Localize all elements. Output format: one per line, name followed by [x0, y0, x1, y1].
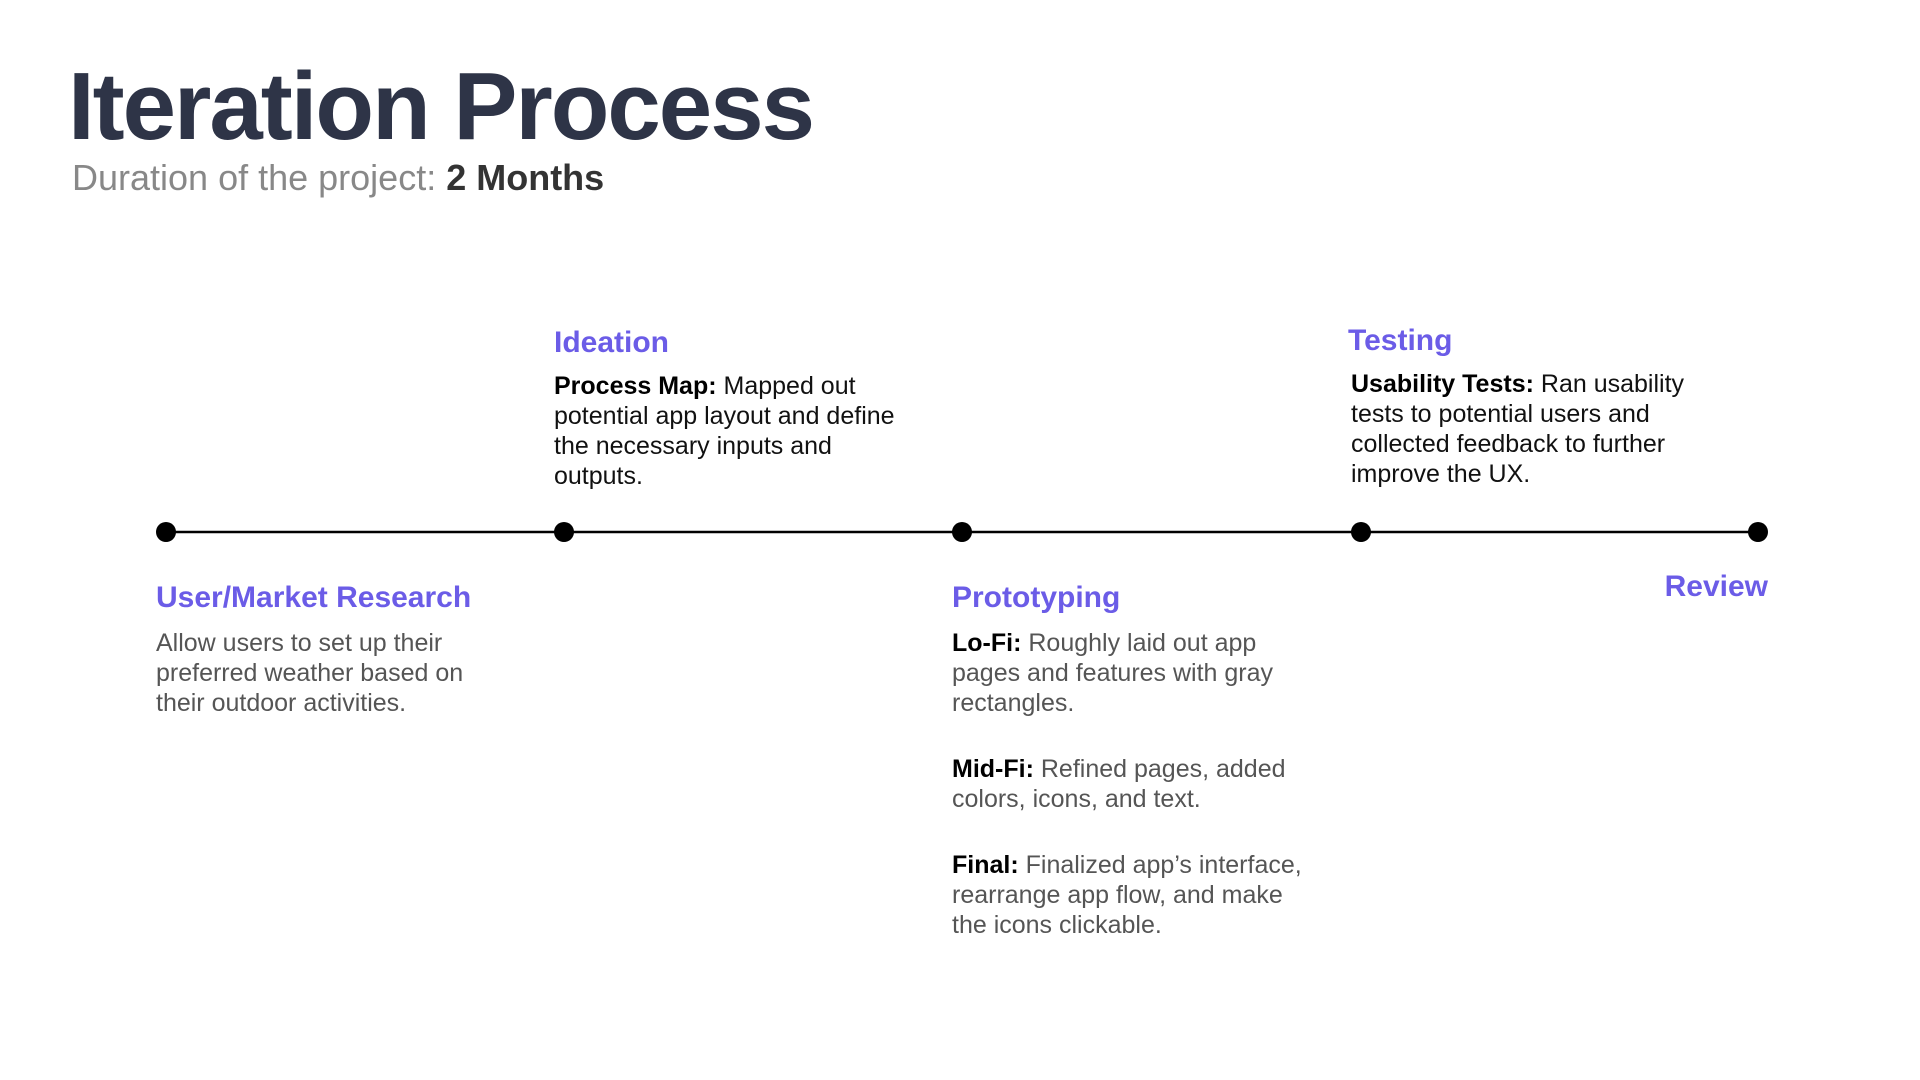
stage-review: Review — [1568, 569, 1768, 605]
item-label: Process Map: — [554, 372, 717, 400]
stage-description: Lo-Fi: Roughly laid out app pages and fe… — [952, 628, 1322, 940]
project-duration: Duration of the project: 2 Months — [72, 156, 604, 199]
stage-item: Lo-Fi: Roughly laid out app pages and fe… — [952, 628, 1322, 718]
item-text: Refined pages, added colors, icons, and … — [952, 755, 1286, 813]
stage-title: Testing — [1348, 324, 1453, 357]
item-label: Lo-Fi: — [952, 629, 1022, 657]
stage-user-market-research: User/Market Research Allow users to set … — [156, 580, 516, 718]
stage-item: Usability Tests: Ran usability tests to … — [1351, 369, 1708, 489]
item-text: Finalized app’s interface, rearrange app… — [952, 851, 1302, 939]
timeline-node-research — [156, 522, 176, 542]
stage-testing: Testing Usability Tests: Ran usability t… — [1348, 323, 1708, 489]
timeline-node-testing — [1351, 522, 1371, 542]
item-label: Usability Tests: — [1351, 370, 1534, 398]
stage-ideation: Ideation Process Map: Mapped out potenti… — [554, 325, 924, 491]
timeline-node-review — [1748, 522, 1768, 542]
stage-item: Final: Finalized app’s interface, rearra… — [952, 850, 1322, 940]
stage-prototyping: Prototyping Lo-Fi: Roughly laid out app … — [952, 580, 1322, 940]
stage-description: Process Map: Mapped out potential app la… — [554, 371, 924, 491]
stage-description: Allow users to set up their preferred we… — [156, 628, 516, 718]
item-label: Final: — [952, 851, 1019, 879]
item-text: Roughly laid out app pages and features … — [952, 629, 1274, 717]
item-text: Allow users to set up their preferred we… — [156, 629, 464, 717]
stage-item: Process Map: Mapped out potential app la… — [554, 371, 924, 491]
stage-title: Review — [1664, 570, 1768, 603]
item-text: Mapped out potential app layout and defi… — [554, 372, 895, 490]
stage-title: Ideation — [554, 326, 670, 359]
stage-title: Prototyping — [952, 581, 1121, 614]
page-title: Iteration Process — [68, 53, 815, 160]
stage-description: Usability Tests: Ran usability tests to … — [1348, 369, 1708, 489]
timeline-node-prototyping — [952, 522, 972, 542]
stage-title: User/Market Research — [156, 581, 472, 614]
duration-value: 2 Months — [446, 157, 605, 198]
duration-label: Duration of the project: — [72, 157, 447, 198]
item-label: Mid-Fi: — [952, 755, 1034, 783]
timeline-node-ideation — [554, 522, 574, 542]
stage-item: Mid-Fi: Refined pages, added colors, ico… — [952, 754, 1322, 814]
stage-item: Allow users to set up their preferred we… — [156, 628, 516, 718]
item-text: Ran usability tests to potential users a… — [1351, 370, 1685, 488]
